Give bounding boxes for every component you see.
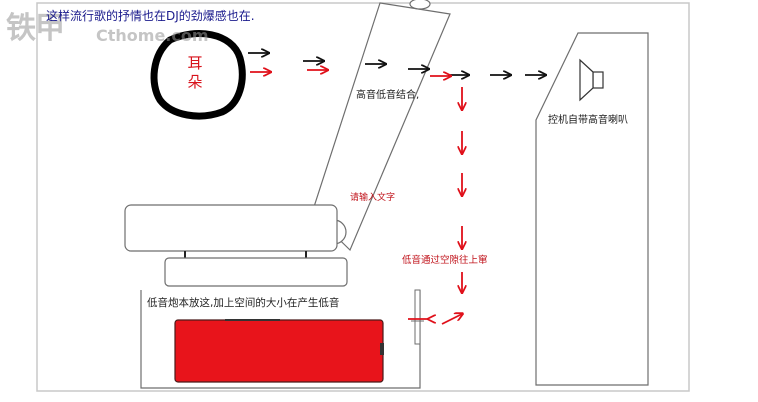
arrow-red xyxy=(441,314,462,325)
low-freq-arrows xyxy=(250,70,462,325)
subwoofer-port xyxy=(380,343,384,355)
watermark-site: Cthome.com xyxy=(96,26,209,45)
headrest-knob xyxy=(409,0,431,10)
subwoofer-red-body xyxy=(174,319,384,383)
seat-base xyxy=(164,257,348,287)
gap-upward-label: 低音通过空隙往上窜 xyxy=(402,255,488,266)
gap-slot xyxy=(414,289,421,345)
seat-back xyxy=(311,2,451,252)
headline-text: 这样流行歌的抒情也在DJ的劲爆感也在. xyxy=(46,9,255,23)
input-text-label: 请输入文字 xyxy=(350,193,396,203)
ear-label: 耳朵 xyxy=(187,54,203,91)
watermark-brand: 铁甲 xyxy=(6,11,65,46)
high-low-mix-label: 高音低音结合, xyxy=(356,90,420,101)
tweeter-cone xyxy=(579,58,594,102)
outer-frame xyxy=(36,2,690,392)
seat-cushion xyxy=(124,204,338,252)
tweeter-body xyxy=(592,71,604,89)
cabinet-tweeter-label: 控机自带高音喇叭 xyxy=(548,115,628,126)
ear-ring xyxy=(150,30,246,120)
high-freq-arrows xyxy=(248,53,545,75)
console-cabinet xyxy=(535,32,649,386)
subwoofer-note-label: 低音炮本放这,加上空间的大小在产生低音 xyxy=(147,297,340,309)
